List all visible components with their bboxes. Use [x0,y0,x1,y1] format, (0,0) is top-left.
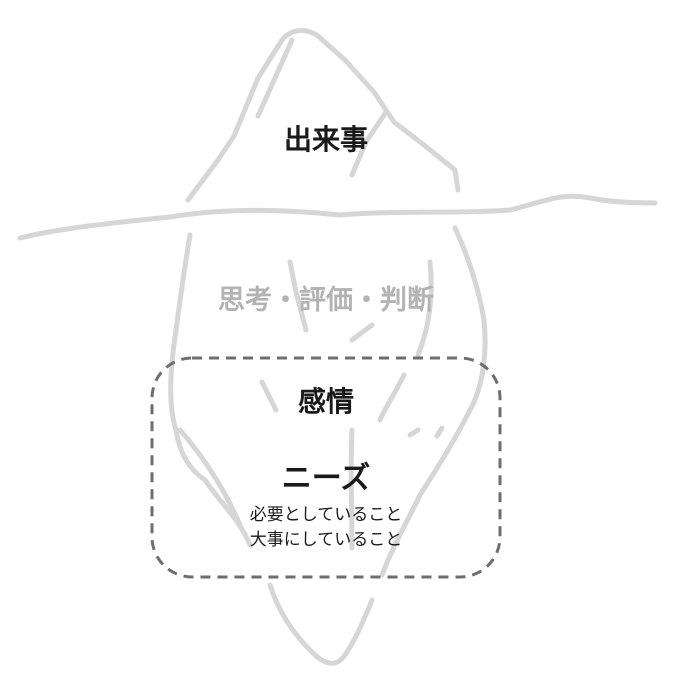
feelings-label: 感情 [297,385,354,418]
iceberg-inner-strokes [177,259,445,551]
needs-description-2: 大事にしていること [249,530,403,550]
iceberg-tip-outline [185,28,461,203]
iceberg-left-outline [168,232,253,548]
water-line [17,193,658,241]
iceberg-tip-ridge [255,37,389,178]
events-label: 出来事 [283,123,368,156]
thoughts-judgments-label: 思考・評価・判断 [218,285,434,316]
iceberg-bottom-outline [267,582,375,666]
needs-description-1: 必要としていること [249,505,403,525]
iceberg-right-outline [379,225,488,578]
needs-label: ニーズ [281,461,371,496]
feelings-needs-highlight-box [150,356,502,579]
